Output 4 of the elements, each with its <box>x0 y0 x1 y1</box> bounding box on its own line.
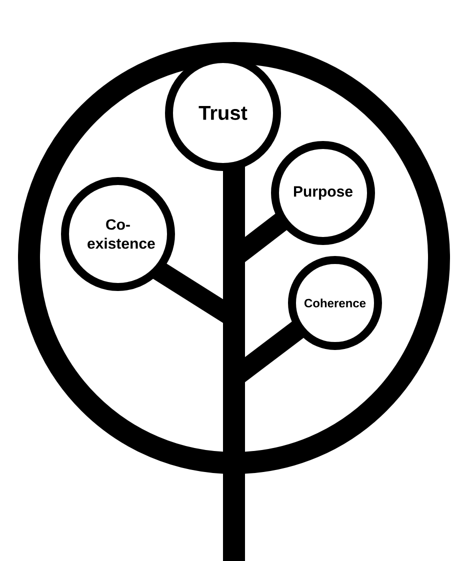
circle-node: Co-existence <box>61 177 175 291</box>
circle-node: Coherence <box>288 256 382 350</box>
node-label: Purpose <box>294 186 352 200</box>
circle-node: Purpose <box>271 141 375 245</box>
